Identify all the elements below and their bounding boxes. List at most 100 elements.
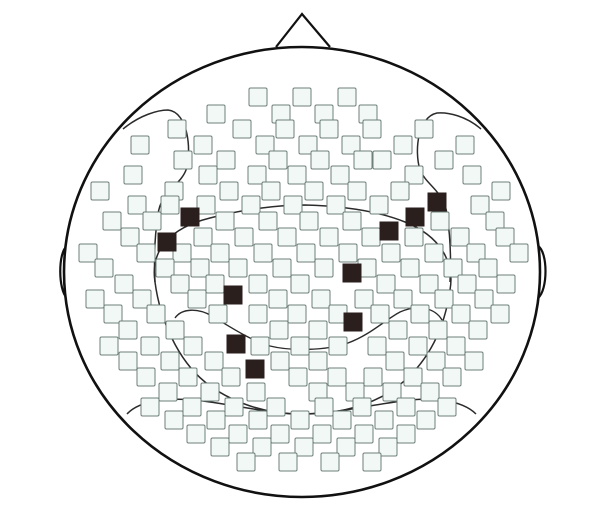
electrode <box>167 119 187 139</box>
electrode <box>363 367 383 387</box>
electrode <box>236 452 256 472</box>
electrode <box>78 243 98 263</box>
electrode <box>219 181 239 201</box>
electrode <box>338 243 358 263</box>
electrode-array <box>78 87 529 472</box>
highlighted-electrode <box>223 285 243 305</box>
electrode <box>160 195 180 215</box>
electrode <box>312 424 332 444</box>
electrode <box>127 195 147 215</box>
electrode <box>270 351 290 371</box>
electrode <box>248 410 268 430</box>
right-ear <box>537 245 547 299</box>
highlighted-electrode <box>427 192 447 212</box>
electrode <box>443 258 463 278</box>
electrode <box>210 437 230 457</box>
electrode <box>261 181 281 201</box>
electrode <box>269 320 289 340</box>
electrode <box>248 87 268 107</box>
electrode <box>221 367 241 387</box>
electrode <box>102 211 122 231</box>
highlighted-electrode <box>343 312 363 332</box>
electrode <box>311 289 331 309</box>
electrode <box>490 304 510 324</box>
electrode <box>130 135 150 155</box>
electrode <box>326 195 346 215</box>
electrode <box>198 165 218 185</box>
electrode <box>187 289 207 309</box>
electrode <box>341 135 361 155</box>
electrode <box>182 397 202 417</box>
electrode <box>123 165 143 185</box>
electrode <box>142 211 162 231</box>
electrode <box>193 227 213 247</box>
electrode <box>85 289 105 309</box>
electrode <box>382 382 402 402</box>
electrode <box>224 397 244 417</box>
electrode <box>268 289 288 309</box>
electrode <box>353 150 373 170</box>
electrode <box>99 336 119 356</box>
electrode <box>232 119 252 139</box>
electrode <box>118 351 138 371</box>
electrode <box>241 195 261 215</box>
electrode <box>428 320 448 340</box>
electrode <box>354 289 374 309</box>
electrode <box>172 243 192 263</box>
highlighted-electrode <box>379 221 399 241</box>
electrode <box>393 289 413 309</box>
electrode <box>248 304 268 324</box>
electrode <box>320 452 340 472</box>
electrode <box>294 437 314 457</box>
electrode <box>342 211 362 231</box>
electrode <box>228 424 248 444</box>
electrode <box>336 437 356 457</box>
electrode <box>160 351 180 371</box>
electrode <box>378 437 398 457</box>
electrode <box>170 274 190 294</box>
electrode <box>450 227 470 247</box>
electrode <box>478 258 498 278</box>
electrode <box>248 274 268 294</box>
electrode <box>292 87 312 107</box>
electrode <box>495 227 515 247</box>
electrode <box>90 181 110 201</box>
electrode <box>146 304 166 324</box>
electrode <box>464 351 484 371</box>
electrode <box>372 150 392 170</box>
electrode <box>396 424 416 444</box>
electrode <box>216 150 236 170</box>
electrode <box>228 258 248 278</box>
highlighted-electrode <box>157 232 177 252</box>
electrode <box>314 258 334 278</box>
highlighted-electrode <box>180 207 200 227</box>
electrode <box>290 410 310 430</box>
electrode <box>132 289 152 309</box>
electrode <box>404 227 424 247</box>
electrode <box>457 274 477 294</box>
electrode <box>385 351 405 371</box>
electrode <box>205 274 225 294</box>
electrode <box>206 104 226 124</box>
electrode <box>136 243 156 263</box>
electrode <box>210 243 230 263</box>
electrode <box>381 243 401 263</box>
electrode <box>419 274 439 294</box>
electrode <box>424 243 444 263</box>
electrode <box>215 211 235 231</box>
electrode <box>255 135 275 155</box>
electrode <box>374 410 394 430</box>
electrode <box>468 320 488 340</box>
electrode <box>155 258 175 278</box>
electrode <box>200 382 220 402</box>
electrode <box>369 195 389 215</box>
electrode <box>190 258 210 278</box>
electrode <box>430 211 450 231</box>
electrode <box>330 165 350 185</box>
electrode <box>140 397 160 417</box>
nose <box>275 12 331 48</box>
electrode <box>283 195 303 215</box>
electrode <box>332 410 352 430</box>
electrode <box>319 227 339 247</box>
